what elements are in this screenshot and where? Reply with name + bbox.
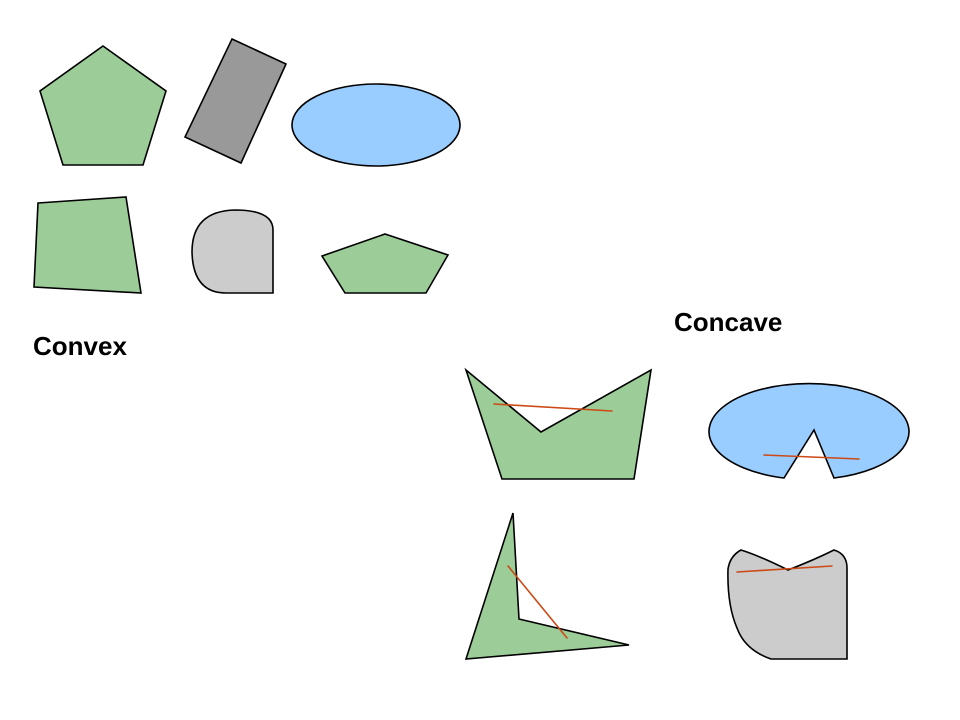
concave-gray-cup-shape: [727, 549, 848, 660]
convex-green-flat-pentagon: [320, 233, 450, 294]
convex-label: Convex: [33, 331, 127, 361]
concave-shapes-group: [464, 367, 910, 660]
convex-green-quadrilateral: [33, 196, 142, 294]
concave-blue-notch-chord: [763, 454, 860, 460]
concave-gray-cup-chord: [736, 565, 833, 573]
convex-shapes-group: [33, 37, 461, 294]
concave-label: Concave: [674, 307, 782, 337]
concave-green-arrowhead-chord: [507, 565, 568, 639]
convex-blue-ellipse: [291, 83, 461, 167]
concave-blue-notched-ellipse: [708, 382, 910, 479]
convex-green-pentagon: [39, 45, 167, 166]
convex-gray-rectangle: [183, 37, 288, 165]
convex-gray-rounded-shape: [191, 209, 274, 294]
concave-green-v-shape: [464, 367, 653, 480]
concave-green-arrowhead: [464, 512, 630, 660]
concave-green-v-chord: [493, 403, 613, 412]
